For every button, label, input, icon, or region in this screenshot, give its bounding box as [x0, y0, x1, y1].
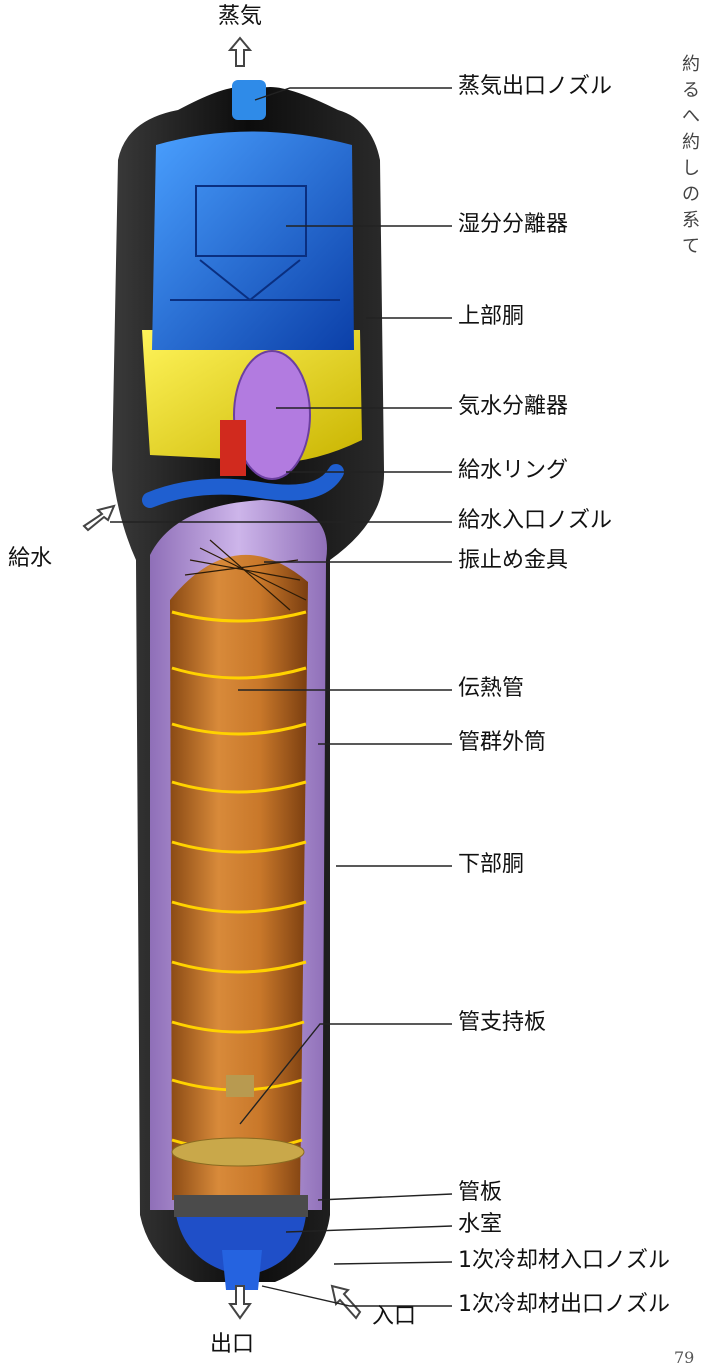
steam-arrow: [230, 38, 250, 66]
feedwater-flow-label: 給水: [8, 548, 52, 570]
tube-sheet: [174, 1195, 308, 1217]
moisture-separator: [152, 132, 354, 351]
inlet-arrow: [332, 1286, 360, 1318]
label-primary-outlet-nozzle: 1次冷却材出口ノズル: [458, 1294, 670, 1316]
label-water-chamber: 水室: [458, 1214, 502, 1236]
label-tube-bundle-wrapper: 管群外筒: [458, 732, 546, 754]
separator-red-part: [220, 420, 246, 476]
outlet-arrow: [230, 1286, 250, 1318]
label-upper-shell: 上部胴: [458, 306, 524, 328]
tube-bundle: [170, 555, 308, 1200]
tube-support-plate-piece: [226, 1075, 254, 1097]
outlet-flow-label: 出口: [210, 1334, 254, 1356]
label-tube-sheet: 管板: [458, 1182, 502, 1204]
side-text-char: て: [682, 234, 718, 260]
side-text-char: 約: [682, 52, 718, 78]
label-feedwater-inlet-nozzle: 給水入口ノズル: [458, 510, 612, 532]
side-text-char: へ: [682, 104, 718, 130]
inlet-flow-label: 入口: [372, 1306, 416, 1328]
steam-outlet-nozzle: [232, 80, 266, 120]
label-moisture-separator: 湿分分離器: [458, 214, 568, 236]
side-text-char: 約: [682, 130, 718, 156]
steam-flow-label: 蒸気: [218, 6, 262, 28]
label-primary-inlet-nozzle: 1次冷却材入口ノズル: [458, 1250, 670, 1272]
label-lower-shell: 下部胴: [458, 854, 524, 876]
label-heat-transfer-tubes: 伝熱管: [458, 678, 524, 700]
side-text-char: の: [682, 182, 718, 208]
label-steam-outlet-nozzle: 蒸気出口ノズル: [458, 76, 612, 98]
label-anti-vibration-bars: 振止め金具: [458, 550, 568, 572]
primary-outlet-nozzle: [222, 1250, 262, 1290]
label-feedwater-ring: 給水リング: [458, 460, 568, 482]
label-tube-support-plate: 管支持板: [458, 1012, 546, 1034]
side-text-char: る: [682, 78, 718, 104]
tube-support-plate: [172, 1138, 304, 1166]
feedwater-arrow: [84, 506, 114, 530]
side-text-char: し: [682, 156, 718, 182]
side-text-char: 系: [682, 208, 718, 234]
side-text-column: 約 る へ 約 し の 系 て: [682, 52, 718, 260]
label-steam-water-separator: 気水分離器: [458, 396, 568, 418]
page-number: 79: [674, 1348, 694, 1367]
